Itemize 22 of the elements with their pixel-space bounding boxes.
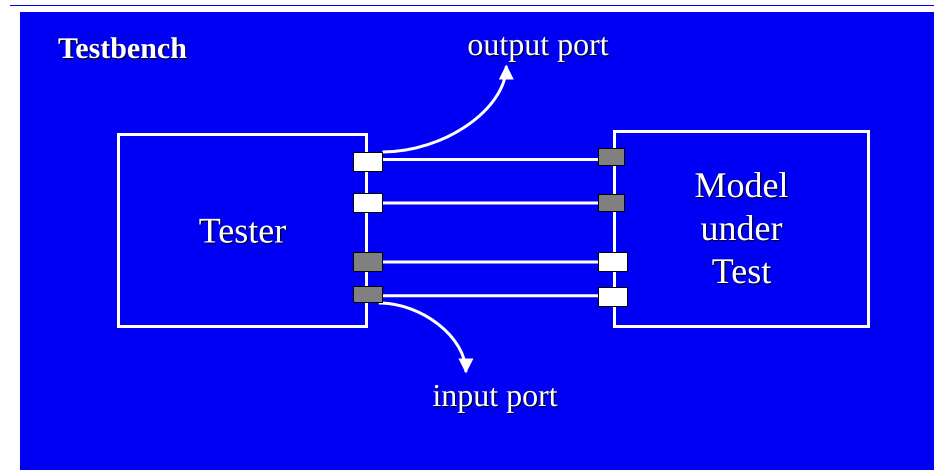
port-square [353,193,383,213]
port-square [353,286,383,303]
port-square [598,252,628,272]
connection-line [383,294,598,298]
port-square [598,148,625,166]
arrow [378,302,472,374]
block-label: Tester [198,208,286,252]
port-square [598,194,625,212]
port-square [353,152,383,172]
connection-line [383,260,598,264]
port-square [353,252,383,272]
port-square [598,287,628,307]
connection-line [383,202,598,204]
tester-box [117,133,368,328]
arrow [382,64,512,154]
model-box [613,130,870,328]
connection-line [383,158,598,161]
testbench-background [20,12,934,470]
block-label: Model under Test [694,164,790,294]
title: Testbench [58,32,187,66]
port-label: output port [428,22,648,66]
port-label: input port [395,372,595,418]
